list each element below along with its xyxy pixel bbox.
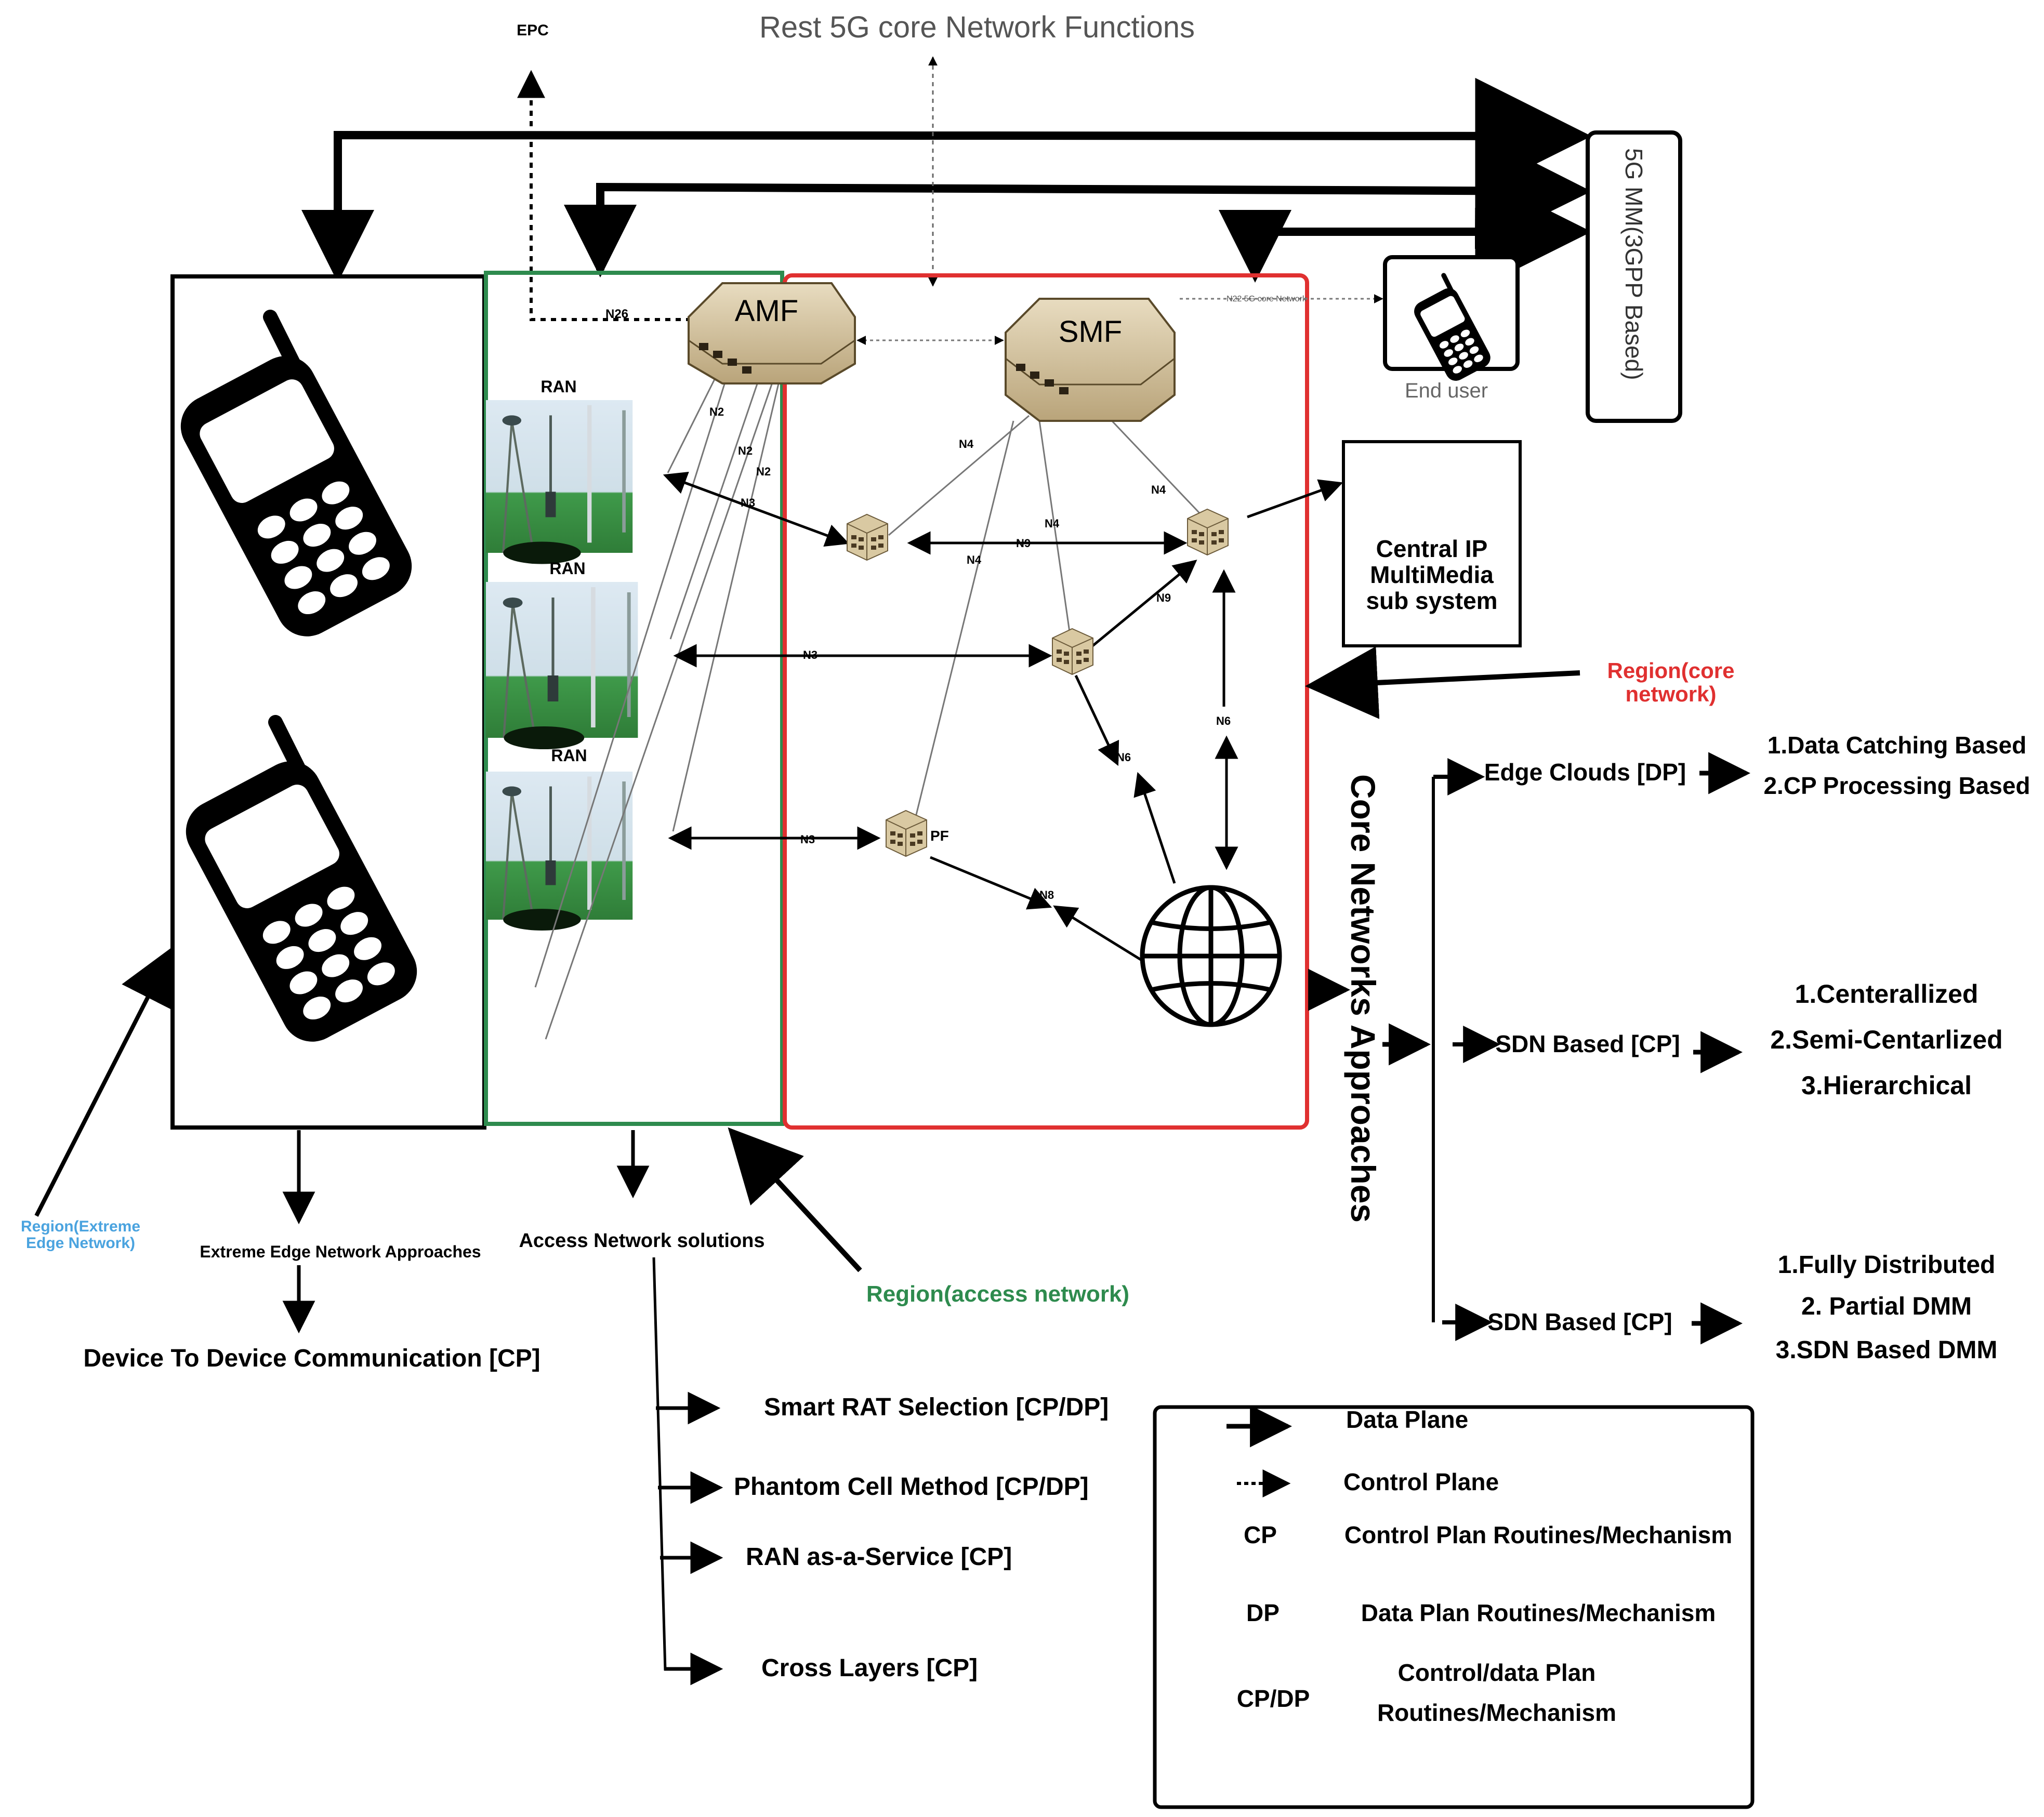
arrow-extreme-to-mm bbox=[334, 77, 1592, 275]
region-extreme-line-1: Region(Extreme bbox=[21, 1218, 140, 1235]
branch-edge-clouds: Edge Clouds [DP] bbox=[1484, 759, 1686, 786]
n22-link-label: N22 5G core Network bbox=[1227, 295, 1307, 303]
link-n2-label: N2 bbox=[709, 405, 724, 418]
ran-label-1: RAN bbox=[540, 377, 576, 396]
ims-box: Central IP MultiMedia sub system bbox=[1342, 440, 1522, 647]
region-extreme-label: Region(Extreme Edge Network) bbox=[21, 946, 175, 1252]
link-n26-label: N26 bbox=[605, 307, 628, 321]
epc-control-link: EPC N26 bbox=[517, 22, 691, 321]
sdn-1-item-3: 3.Hierarchical bbox=[1801, 1071, 1972, 1100]
end-user-label: End user bbox=[1405, 379, 1488, 402]
access-item-smart-rat: Smart RAT Selection [CP/DP] bbox=[764, 1394, 1109, 1421]
link-n4-label: N4 bbox=[959, 437, 974, 450]
ran-label-3: RAN bbox=[551, 746, 587, 765]
user-plane-links bbox=[663, 472, 1343, 963]
rest-core-link: Rest 5G core Network Functions bbox=[759, 10, 1195, 287]
ims-line-2: MultiMedia bbox=[1370, 561, 1494, 588]
link-n4-label: N4 bbox=[967, 553, 982, 566]
branch-sdn-2: SDN Based [CP] bbox=[1487, 1308, 1672, 1335]
extreme-edge-title: Extreme Edge Network Approaches bbox=[200, 1242, 481, 1261]
region-access-text: Region(access network) bbox=[866, 1281, 1129, 1307]
sdn-2-item-2: 2. Partial DMM bbox=[1801, 1293, 1972, 1320]
link-n9-label: N9 bbox=[1156, 591, 1171, 604]
sdn-1-item-2: 2.Semi-Centarlized bbox=[1770, 1025, 2002, 1054]
legend-dp-desc: Data Plan Routines/Mechanism bbox=[1361, 1599, 1716, 1626]
legend-cpdp-key: CP/DP bbox=[1237, 1685, 1310, 1712]
upf-partial-label: PF bbox=[930, 828, 949, 844]
region-extreme-line-2: Edge Network) bbox=[26, 1235, 135, 1252]
legend: Data Plane Control Plane CP Control Plan… bbox=[1153, 1405, 1755, 1809]
amf-label: AMF bbox=[735, 294, 798, 328]
link-n2-label: N2 bbox=[738, 444, 753, 457]
access-item-phantom-cell: Phantom Cell Method [CP/DP] bbox=[734, 1473, 1089, 1501]
mm-box-label: 5G MM(3GPP Based) bbox=[1620, 148, 1647, 380]
region-core-line-2: network) bbox=[1625, 682, 1716, 706]
ran-label-2: RAN bbox=[549, 559, 585, 578]
access-network-solutions: Access Network solutions Smart RAT Selec… bbox=[519, 1130, 1109, 1686]
legend-cp-key: CP bbox=[1244, 1521, 1277, 1548]
link-n6-label: N6 bbox=[1116, 751, 1131, 764]
sdn-1-item-1: 1.Centerallized bbox=[1795, 979, 1979, 1009]
ims-line-1: Central IP bbox=[1376, 535, 1488, 562]
legend-cpdp-desc-2: Routines/Mechanism bbox=[1377, 1699, 1616, 1726]
smf-label: SMF bbox=[1059, 315, 1122, 349]
d2d-communication-item: Device To Device Communication [CP] bbox=[83, 1345, 540, 1372]
top-data-plane-arrows bbox=[301, 77, 1592, 290]
region-core-line-1: Region(core bbox=[1607, 658, 1734, 683]
link-n2-label: N2 bbox=[756, 465, 771, 478]
ims-line-3: sub system bbox=[1366, 587, 1497, 614]
amf-node: AMF bbox=[688, 282, 856, 384]
region-core-label: Region(core network) bbox=[1305, 646, 1735, 719]
ran-tower-icon bbox=[486, 400, 632, 564]
ran-tower-icon bbox=[486, 582, 638, 749]
sdn-2-item-3: 3.SDN Based DMM bbox=[1776, 1336, 1998, 1364]
epc-label: EPC bbox=[517, 22, 549, 39]
link-n4-label: N4 bbox=[1045, 517, 1060, 530]
branch-sdn-1: SDN Based [CP] bbox=[1495, 1030, 1680, 1057]
smf-node: SMF bbox=[1005, 298, 1176, 422]
globe-icon bbox=[1140, 885, 1282, 1027]
network-node-icon bbox=[1052, 628, 1093, 675]
legend-cpdp-desc-1: Control/data Plan bbox=[1398, 1659, 1596, 1686]
sdn-2-item-1: 1.Fully Distributed bbox=[1778, 1251, 1996, 1279]
extreme-edge-approaches: Extreme Edge Network Approaches Device T… bbox=[83, 1130, 540, 1372]
edge-clouds-item-1: 1.Data Catching Based bbox=[1768, 732, 2026, 759]
network-node-icon bbox=[847, 514, 888, 561]
region-access-label: Region(access network) bbox=[728, 1127, 1129, 1307]
network-node-icon bbox=[1187, 509, 1229, 555]
link-n4-label: N4 bbox=[1151, 483, 1166, 496]
end-user-box: End user bbox=[1383, 255, 1520, 402]
core-network-approaches: Core Networks Approaches Edge Clouds [DP… bbox=[1308, 732, 2030, 1364]
link-n8-label: N8 bbox=[1039, 888, 1054, 901]
legend-dp-key: DP bbox=[1246, 1599, 1280, 1626]
access-item-cross-layers: Cross Layers [CP] bbox=[761, 1654, 978, 1682]
legend-cp-desc: Control Plan Routines/Mechanism bbox=[1344, 1521, 1732, 1548]
access-item-ran-aas: RAN as-a-Service [CP] bbox=[746, 1543, 1012, 1571]
access-region-box: RAN RAN RAN bbox=[486, 271, 784, 1126]
core-approaches-title: Core Networks Approaches bbox=[1344, 774, 1382, 1223]
legend-data-plane: Data Plane bbox=[1346, 1406, 1468, 1433]
extreme-edge-box bbox=[170, 274, 486, 1130]
rest-core-title: Rest 5G core Network Functions bbox=[759, 10, 1195, 44]
network-node-icon bbox=[886, 810, 927, 857]
legend-control-plane: Control Plane bbox=[1343, 1468, 1499, 1495]
link-n6-label: N6 bbox=[1216, 714, 1231, 727]
access-title: Access Network solutions bbox=[519, 1230, 764, 1252]
edge-clouds-item-2: 2.CP Processing Based bbox=[1763, 772, 2030, 799]
mm-3gpp-box: 5G MM(3GPP Based) bbox=[1586, 130, 1682, 423]
